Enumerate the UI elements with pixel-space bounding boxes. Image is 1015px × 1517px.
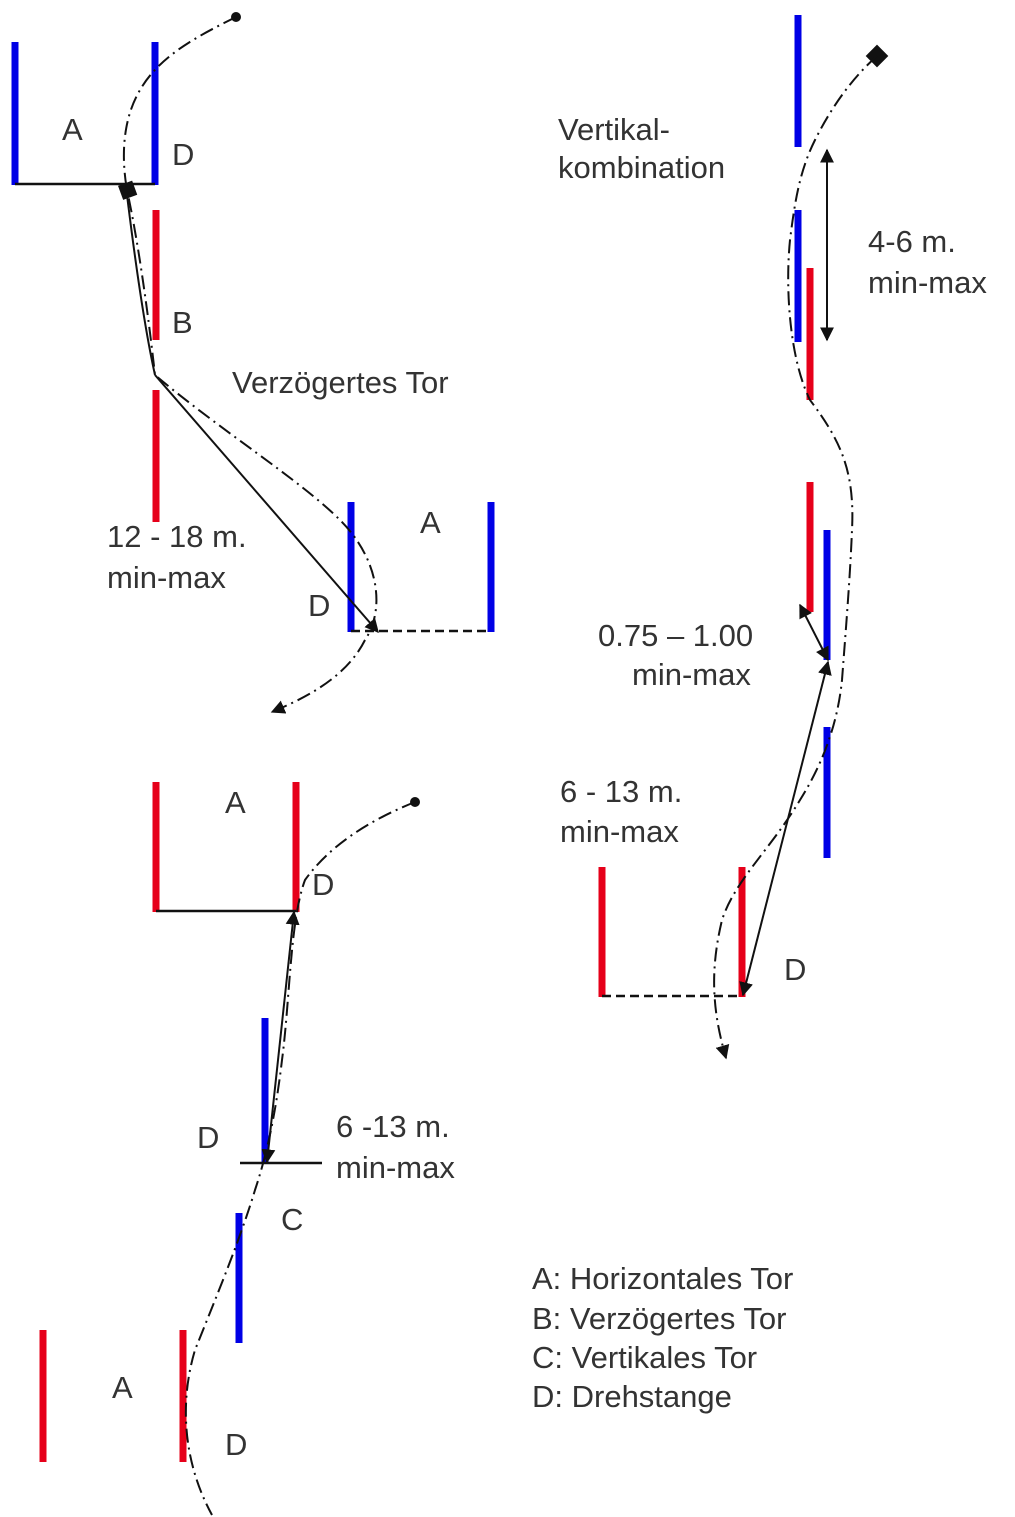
distance-arrow-6-13-right [739, 660, 832, 997]
distance-12-18: 12 - 18 m. [107, 519, 247, 554]
distance-075-100-minmax: min-max [632, 657, 751, 692]
pivot-label-d: D [784, 952, 806, 987]
race-line-lower-left [184, 801, 416, 1516]
distance-4-6: 4-6 m. [868, 224, 956, 259]
race-line-solid [126, 194, 156, 376]
distance-4-6-minmax: min-max [868, 265, 987, 300]
race-line-top-left [122, 16, 378, 714]
distance-arrow-12-18 [154, 374, 379, 634]
vertical-combination-gates [794, 15, 831, 858]
middle-horizontal-gate: A D [308, 502, 495, 633]
pivot-label-d: D [308, 588, 330, 623]
gate-label-c: C [281, 1202, 303, 1237]
distance-6-13-left: 6 -13 m. [336, 1109, 450, 1144]
distance-6-13-right: 6 - 13 m. [560, 774, 682, 809]
pivot-label-d: D [172, 137, 194, 172]
delayed-gate-title: Verzögertes Tor [232, 365, 449, 400]
bottom-horizontal-gate: A D [39, 1330, 247, 1462]
legend-item: B: Verzögertes Tor [532, 1301, 786, 1336]
legend-item: D: Drehstange [532, 1379, 732, 1414]
gate-label-a: A [112, 1370, 133, 1405]
gate-label-a: A [225, 785, 246, 820]
distance-arrow-6-13-left [261, 910, 300, 1164]
pivot-label-d: D [197, 1120, 219, 1155]
delayed-gate: B Verzögertes Tor [152, 210, 449, 522]
gate-label-b: B [172, 305, 193, 340]
vertical-combo-title: Vertikal- [558, 112, 670, 147]
distance-6-13-right-minmax: min-max [560, 814, 679, 849]
start-marker [118, 180, 138, 200]
pivot-label-d: D [225, 1427, 247, 1462]
distance-12-18-minmax: min-max [107, 560, 226, 595]
pivot-label-d: D [312, 867, 334, 902]
distance-arrow-075-100 [799, 603, 829, 662]
gate-label-a: A [62, 112, 83, 147]
legend-item: C: Vertikales Tor [532, 1340, 757, 1375]
distance-6-13-left-minmax: min-max [336, 1150, 455, 1185]
top-left-horizontal-gate: A D [11, 42, 194, 186]
right-horizontal-gate: D [598, 867, 806, 998]
distance-075-100: 0.75 – 1.00 [598, 618, 753, 653]
legend: A: Horizontales Tor B: Verzögertes Tor C… [532, 1261, 793, 1414]
gate-label-a: A [420, 505, 441, 540]
vertical-combo-subtitle: kombination [558, 150, 725, 185]
lower-horizontal-gate: A D [152, 782, 334, 913]
race-line-right [713, 55, 878, 1060]
vertical-gate: D C [197, 1018, 322, 1343]
legend-item: A: Horizontales Tor [532, 1261, 793, 1296]
